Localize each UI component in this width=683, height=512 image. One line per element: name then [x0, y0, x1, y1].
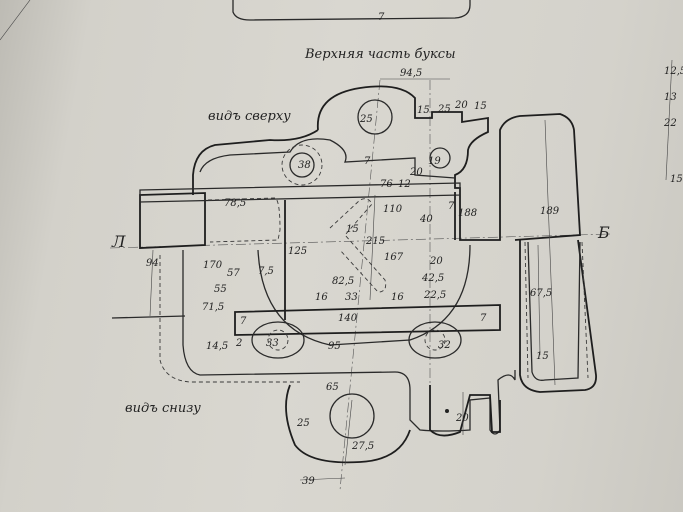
drawing-title: Верхняя часть буксы	[304, 47, 456, 62]
dim-label: 94	[146, 258, 159, 269]
dim-label: 82,5	[332, 276, 354, 287]
dim-label: 25	[359, 114, 373, 125]
dim-label: 67,5	[530, 288, 552, 299]
dim-label: 15	[346, 224, 359, 235]
dim-label: 22,5	[423, 290, 446, 301]
dim-label: 15	[536, 351, 549, 362]
dim-label: 167	[384, 252, 404, 263]
journal-arc	[257, 244, 471, 346]
dim-label: 110	[383, 204, 403, 215]
dim-label: 20	[409, 167, 423, 178]
top-view-outline	[192, 85, 581, 241]
dimension-lines	[149, 78, 556, 481]
dim-label: 15	[474, 101, 487, 112]
dim-label: 39	[302, 476, 315, 487]
fragment-label: 7	[378, 12, 385, 23]
right-section-inner	[527, 241, 581, 381]
section-mark-left: Л	[111, 232, 126, 251]
bottom-inner-dashed	[159, 255, 300, 383]
dim-label: 38	[298, 160, 311, 171]
center-mark	[445, 409, 449, 413]
dim-label: 16	[315, 292, 328, 303]
dim-label: 78,5	[224, 198, 246, 209]
dim-label: 7	[448, 201, 455, 212]
right-fragment-line	[665, 59, 673, 181]
dim-label: 19	[428, 156, 441, 167]
dim-label: 13	[664, 92, 677, 103]
dim-label: 125	[288, 246, 307, 257]
bottom-tab	[429, 385, 501, 437]
right-section-dashed	[524, 241, 589, 379]
top-view-inner-outline	[199, 138, 456, 179]
dim-label: 42,5	[421, 273, 444, 284]
dim-label: 15	[670, 174, 683, 185]
dim-label: 71,5	[202, 302, 224, 313]
previous-figure-outline	[232, 0, 471, 21]
dim-label: 140	[338, 313, 358, 324]
dim-label: 76	[380, 179, 393, 190]
dim-label: 15	[417, 105, 430, 116]
section-line-lb	[109, 233, 611, 249]
top-rail	[139, 182, 461, 203]
left-flange	[139, 192, 206, 249]
bolt-hole-19	[429, 147, 451, 169]
right-section-outline	[519, 239, 597, 393]
dim-label: 94,5	[400, 68, 422, 79]
oil-channel	[329, 198, 387, 293]
dim-label: 188	[458, 208, 477, 219]
top-view-caption: видъ сверху	[208, 109, 291, 124]
bottom-view-caption: видъ снизу	[125, 401, 201, 416]
lower-bar	[234, 304, 501, 336]
dim-label: 7,5	[258, 266, 274, 277]
section-mark-right: Б	[597, 223, 610, 242]
dim-label: 25	[437, 104, 451, 115]
boss-38	[281, 144, 323, 186]
dim-label: 57	[227, 268, 240, 279]
bolt-hole-25	[357, 99, 393, 135]
body-walls	[284, 192, 456, 320]
bottom-view-outline	[182, 250, 516, 435]
sheet-edge	[0, 0, 31, 41]
dim-label: 65	[326, 382, 339, 393]
dim-label: 7	[480, 313, 487, 324]
dim-label: 14,5	[206, 341, 228, 352]
dim-label: 16	[391, 292, 404, 303]
dim-label: 33	[345, 292, 358, 303]
dim-label: 215	[365, 236, 385, 247]
lug-right	[408, 321, 462, 359]
dim-label: 95	[328, 341, 341, 352]
dim-label: 7	[240, 316, 247, 327]
dimension-labels: 94,5 25 15 25 20 15 38 19 7 76 12 20 78,…	[146, 66, 683, 487]
dim-label: 20	[429, 256, 443, 267]
dim-label: 12,5	[664, 66, 683, 77]
dim-label: 189	[540, 206, 560, 217]
dim-label: 32	[438, 340, 451, 351]
dim-label: 20	[455, 413, 469, 424]
lug-right-hole	[424, 329, 446, 351]
left-pocket	[207, 197, 281, 243]
lug-left	[251, 321, 305, 359]
dim-label: 12	[398, 179, 411, 190]
bottom-hole	[329, 393, 375, 439]
bolt-hole-38	[289, 152, 315, 178]
dim-label: 40	[419, 214, 433, 225]
dim-label: 22	[663, 118, 677, 129]
dim-label: 27,5	[351, 441, 374, 452]
vertical-centerline	[339, 79, 381, 491]
dim-label: 55	[214, 284, 227, 295]
left-lower-edge	[111, 315, 186, 319]
dim-label: 2	[235, 338, 242, 349]
bottom-lobe	[285, 384, 411, 464]
dim-label: 170	[203, 260, 223, 271]
dim-label: 20	[454, 100, 468, 111]
lug-left-hole	[267, 329, 289, 351]
dim-label: 33	[266, 338, 279, 349]
dim-label: 25	[296, 418, 310, 429]
dim-label: 7	[364, 156, 371, 167]
